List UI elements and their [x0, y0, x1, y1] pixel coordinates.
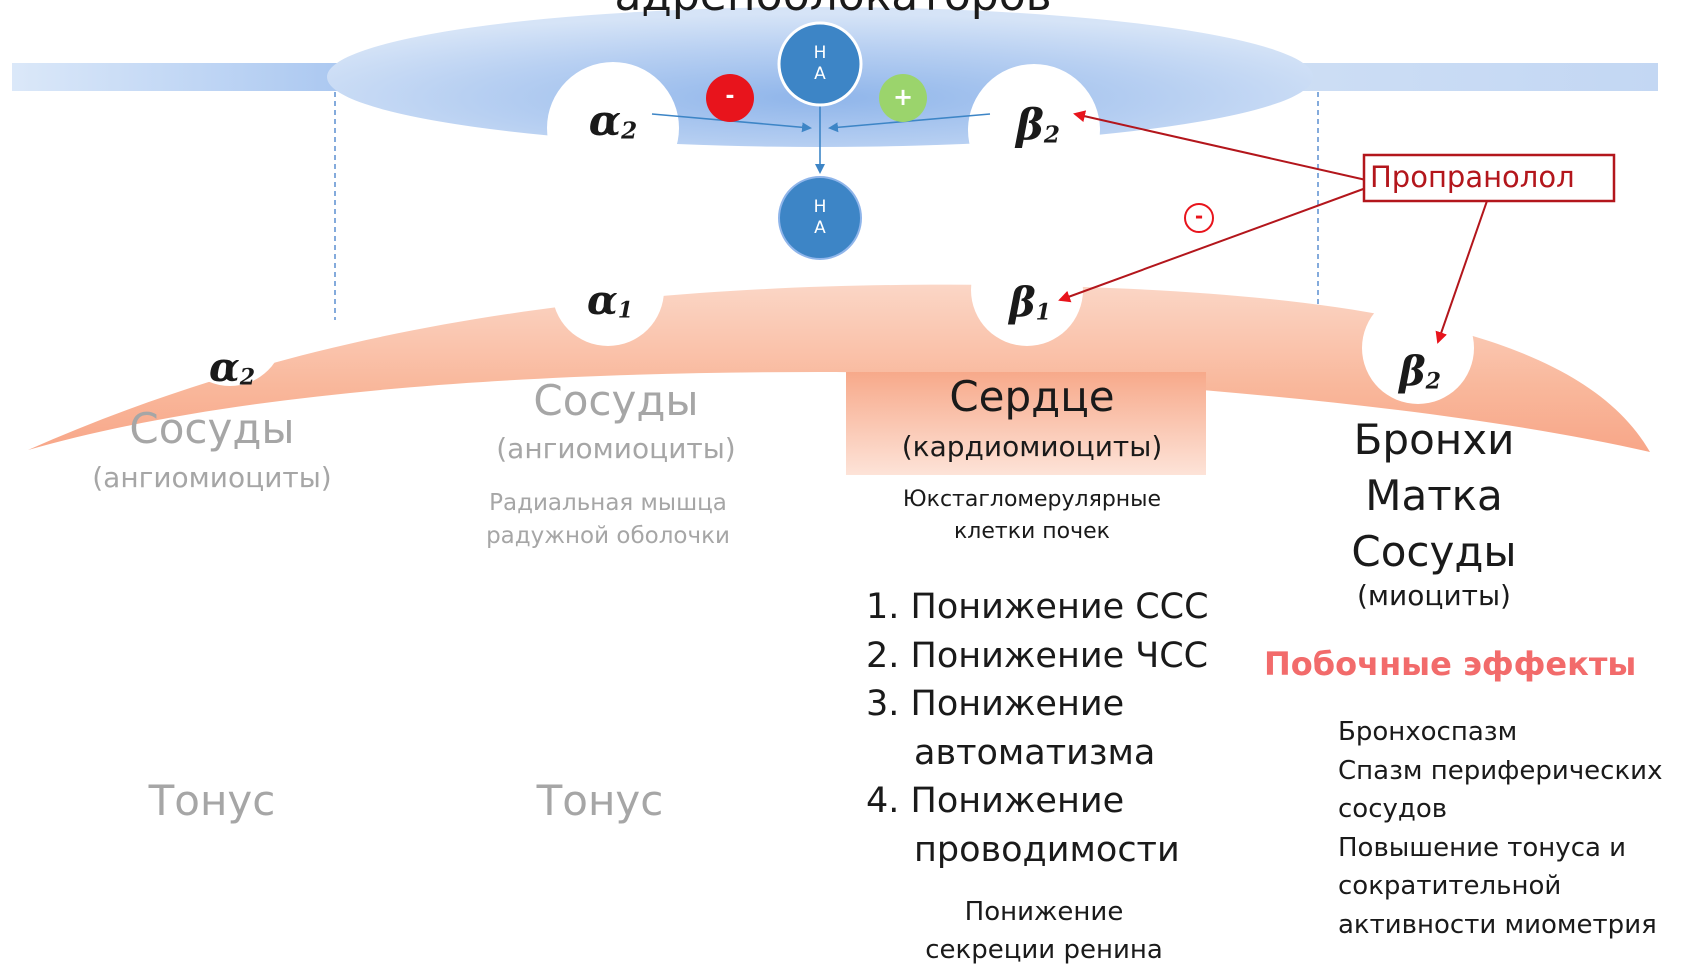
minus-sign-circle: [706, 74, 754, 122]
col2-title: Сосуды: [533, 376, 699, 425]
inhibition-sign: -: [1194, 204, 1204, 228]
col2-extra-line1: Радиальная мышца: [489, 490, 727, 516]
drug-arrow-post-beta2: [1435, 197, 1489, 344]
col3-renin-line1: Понижение: [964, 897, 1124, 927]
post-beta1-label: β1: [1009, 283, 1051, 326]
col3-extra: Юкстагломерулярные клетки почек: [903, 484, 1161, 548]
col4-title2: Матка: [1365, 471, 1503, 520]
feedback-line-right: [828, 113, 991, 133]
col2-effect: Тонус: [536, 776, 664, 825]
col2-subtitle: (ангиомиоциты): [496, 432, 736, 465]
col4-title3: Сосуды: [1351, 527, 1517, 576]
col3-effect-1: 1. Понижение ССС: [866, 587, 1209, 627]
side-effect-1: Бронхоспазм: [1338, 717, 1518, 747]
side-effect-3: Повышение тонуса и: [1338, 832, 1627, 863]
col3-effect-3: 3. Понижение: [866, 684, 1125, 724]
drug-label: Пропранолол: [1370, 160, 1575, 194]
post-alpha1-symbol: α: [586, 277, 618, 324]
post-alpha2-sub: 2: [239, 364, 256, 391]
side-effect-3-cont2: активности миометрия: [1338, 909, 1657, 940]
neurotransmitter-top-label: Н А: [814, 43, 827, 85]
na-bottom-line2: А: [814, 218, 826, 238]
side-effect-3-cont1: сократительной: [1338, 871, 1562, 901]
drug-box: [1362, 153, 1616, 203]
col3-effect-4-cont: проводимости: [914, 829, 1180, 870]
neurotransmitter-released: [778, 176, 862, 260]
receptor-notch-post-alpha1: [552, 234, 664, 346]
minus-sign: -: [725, 84, 735, 109]
side-effects-list: Бронхоспазм Спазм периферических сосудов…: [1338, 713, 1662, 944]
col3-effect-3-cont: автоматизма: [914, 732, 1156, 773]
plus-sign-circle: [879, 74, 927, 122]
post-beta1-symbol: β: [1009, 279, 1036, 326]
col4-titles: Бронхи Матка Сосуды: [1351, 412, 1516, 580]
col1-title: Сосуды: [129, 404, 295, 453]
drug-arrow-pre-beta2: [1073, 110, 1367, 181]
col3-effect-2: 2. Понижение ЧСС: [866, 635, 1209, 676]
pre-beta2-symbol: β: [1016, 100, 1044, 149]
pre-alpha2-sub: 2: [621, 117, 638, 145]
side-effect-2-cont: сосудов: [1338, 794, 1448, 824]
col4-title1: Бронхи: [1353, 415, 1515, 464]
pre-alpha2-symbol: α: [588, 96, 622, 145]
post-beta2-label: β2: [1399, 352, 1441, 395]
receptor-notch-post-alpha2: [176, 278, 284, 386]
receptor-notch-pre-alpha2: [547, 62, 679, 194]
col4-subtitle: (миоциты): [1357, 579, 1511, 612]
pre-alpha2-label: α2: [589, 100, 637, 143]
col3-renin: Понижение секреции ренина: [925, 893, 1163, 969]
col3-extra-line1: Юкстагломерулярные: [902, 487, 1162, 512]
col1-subtitle: (ангиомиоциты): [92, 461, 332, 494]
col3-title: Сердце: [949, 372, 1115, 421]
na-bottom-line1: Н: [813, 197, 827, 217]
na-top-line1: Н: [813, 43, 827, 63]
drug-arrow-post-beta1: [1058, 187, 1367, 303]
post-alpha2-symbol: α: [208, 344, 240, 391]
post-alpha1-sub: 1: [617, 297, 634, 324]
post-alpha1-label: α1: [587, 281, 634, 324]
col3-subtitle: (кардиомиоциты): [901, 430, 1163, 463]
col3-effects-list: 1. Понижение ССС 2. Понижение ЧСС 3. Пон…: [866, 583, 1209, 874]
col2-extra: Радиальная мышца радужной оболочки: [486, 487, 730, 553]
inhibition-sign-circle: [1184, 203, 1214, 233]
na-top-line2: А: [814, 64, 826, 84]
pre-beta2-sub: 2: [1043, 121, 1060, 149]
post-alpha2-label: α2: [209, 348, 256, 391]
pre-beta2-label: β2: [1016, 104, 1060, 147]
postsynaptic-membrane: [28, 284, 1650, 452]
side-effect-2: Спазм периферических: [1338, 755, 1663, 786]
receptor-notch-post-beta1: [971, 234, 1083, 346]
post-beta2-symbol: β: [1399, 348, 1426, 395]
col3-renin-line2: секреции ренина: [925, 935, 1163, 965]
post-beta2-sub: 2: [1425, 368, 1441, 395]
col3-extra-line2: клетки почек: [954, 519, 1110, 544]
neurotransmitter-released-label: Н А: [814, 197, 827, 239]
side-effects-title: Побочные эффекты: [1264, 645, 1637, 683]
receptor-notch-pre-beta2: [968, 64, 1100, 196]
col2-extra-line2: радужной оболочки: [486, 523, 730, 549]
plus-sign: +: [892, 83, 914, 111]
title-partial: адреноблокаторов: [614, 0, 1051, 18]
post-beta1-sub: 1: [1035, 299, 1051, 326]
col1-effect: Тонус: [148, 776, 276, 825]
col3-effect-4: 4. Понижение: [866, 781, 1125, 821]
neurotransmitter-top: [777, 21, 863, 107]
heart-highlight: [846, 372, 1206, 475]
